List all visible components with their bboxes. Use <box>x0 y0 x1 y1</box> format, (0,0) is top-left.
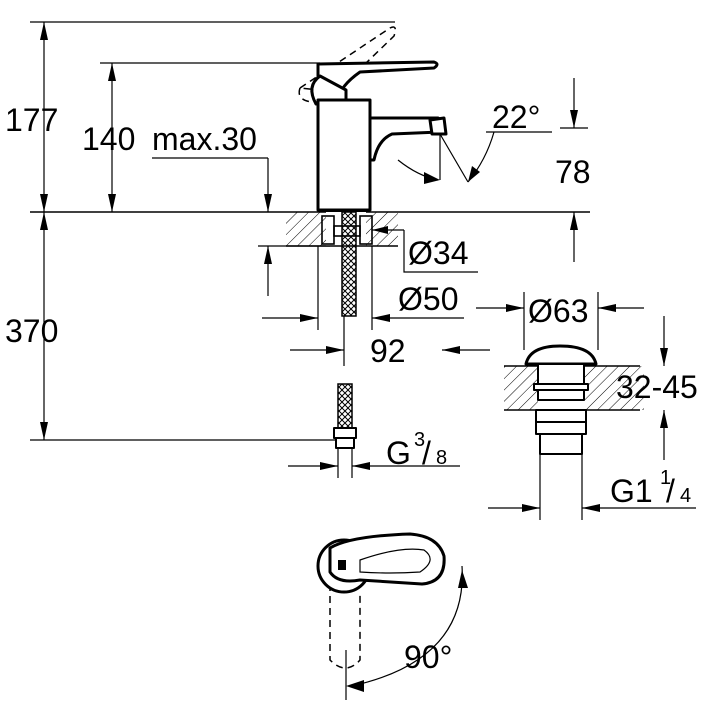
waste-den-label: 4 <box>680 485 691 507</box>
dimension-d34: Ø34 <box>372 226 478 273</box>
dimension-140: 140 <box>82 62 320 212</box>
dim-92-label: 92 <box>370 333 406 369</box>
dimension-22-deg: 22° <box>397 99 552 184</box>
dimension-90-deg: 90° <box>345 565 468 700</box>
dimension-max30: max.30 <box>152 121 330 296</box>
dimension-32-45: 32-45 <box>616 316 698 460</box>
hose-connector-icon: G 3 / 8 <box>288 383 460 478</box>
waste-g1-label: G1 <box>610 473 653 509</box>
dimension-g114: G1 1 / 4 <box>488 467 696 512</box>
dim-d34-label: Ø34 <box>408 235 468 271</box>
dimension-78: 78 <box>555 78 591 262</box>
conn-num-label: 3 <box>414 429 425 451</box>
dim-140-label: 140 <box>82 121 135 157</box>
dim-32-45-label: 32-45 <box>616 369 698 405</box>
waste-num-label: 1 <box>660 467 671 489</box>
dimension-d63: Ø63 <box>476 292 644 350</box>
conn-den-label: 8 <box>436 447 447 469</box>
countertop-section <box>286 211 398 317</box>
conn-g-label: G <box>386 435 411 471</box>
dimension-370: 370 <box>5 212 336 441</box>
lever-top-view-icon <box>316 532 446 669</box>
dim-177-label: 177 <box>5 102 58 138</box>
dim-78-label: 78 <box>555 154 591 190</box>
conn-slash: / <box>422 435 431 471</box>
dim-d63-label: Ø63 <box>528 293 588 329</box>
waste-slash: / <box>666 473 675 509</box>
dimension-177: 177 <box>5 21 395 212</box>
dimension-92: 92 <box>290 316 490 369</box>
dim-max30-label: max.30 <box>152 121 257 157</box>
mixer-tap-icon <box>297 26 448 212</box>
dim-90-label: 90° <box>404 639 452 675</box>
dim-d50-label: Ø50 <box>398 281 458 317</box>
dim-22-label: 22° <box>492 99 540 135</box>
pop-up-waste-icon <box>504 344 644 520</box>
dim-370-label: 370 <box>5 313 58 349</box>
dimension-d50: Ø50 <box>262 246 464 330</box>
